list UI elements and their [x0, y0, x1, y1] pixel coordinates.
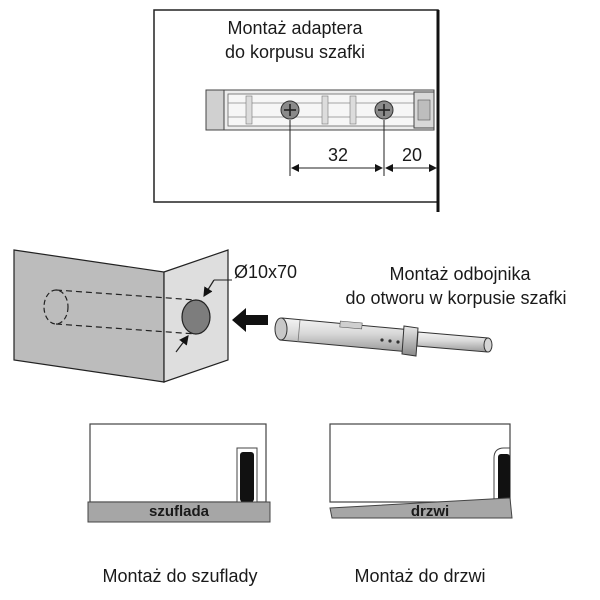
adapter-rail — [205, 89, 435, 131]
dimension-20-label: 20 — [401, 145, 423, 165]
drawer-caption: Montaż do szuflady — [102, 566, 258, 586]
door-plate-label: drzwi — [410, 503, 450, 520]
screw-left-icon — [280, 100, 300, 120]
screw-right-icon — [374, 100, 394, 120]
cabinet-corner — [13, 249, 232, 383]
adapter-panel — [153, 9, 440, 212]
cabinet-side-face — [13, 249, 165, 383]
door-bumper — [498, 454, 510, 502]
drawer-plate — [87, 501, 271, 523]
drill-hole-outline-bottom — [55, 323, 197, 335]
insert-arrow-icon — [232, 308, 268, 332]
bumper-title-line1: Montaż odbojnika — [389, 264, 531, 284]
hole-leader-arrow-bottom — [175, 335, 189, 353]
drawer-bumper — [240, 452, 254, 502]
adapter-title-line2: do korpusu szafki — [224, 42, 366, 62]
bumper-title-line2: do otworu w korpusie szafki — [345, 288, 567, 308]
door-diagram — [329, 423, 513, 519]
adapter-title-line1: Montaż adaptera — [227, 18, 363, 38]
drawer-plate-label: szuflada — [148, 503, 209, 520]
bumper-device — [274, 317, 493, 357]
door-cabinet-body — [329, 423, 511, 503]
dimension-lines — [289, 120, 437, 176]
door-plate — [329, 497, 513, 519]
drill-hole — [181, 299, 211, 335]
door-bumper-slot — [493, 447, 510, 504]
hole-leader-arrow-top — [203, 279, 215, 298]
drawer-diagram — [87, 423, 271, 523]
dimension-32-label: 32 — [327, 145, 349, 165]
hole-size-label: Ø10x70 — [234, 262, 298, 282]
door-caption: Montaż do drzwi — [354, 566, 486, 586]
drill-hole-outline — [55, 289, 197, 301]
